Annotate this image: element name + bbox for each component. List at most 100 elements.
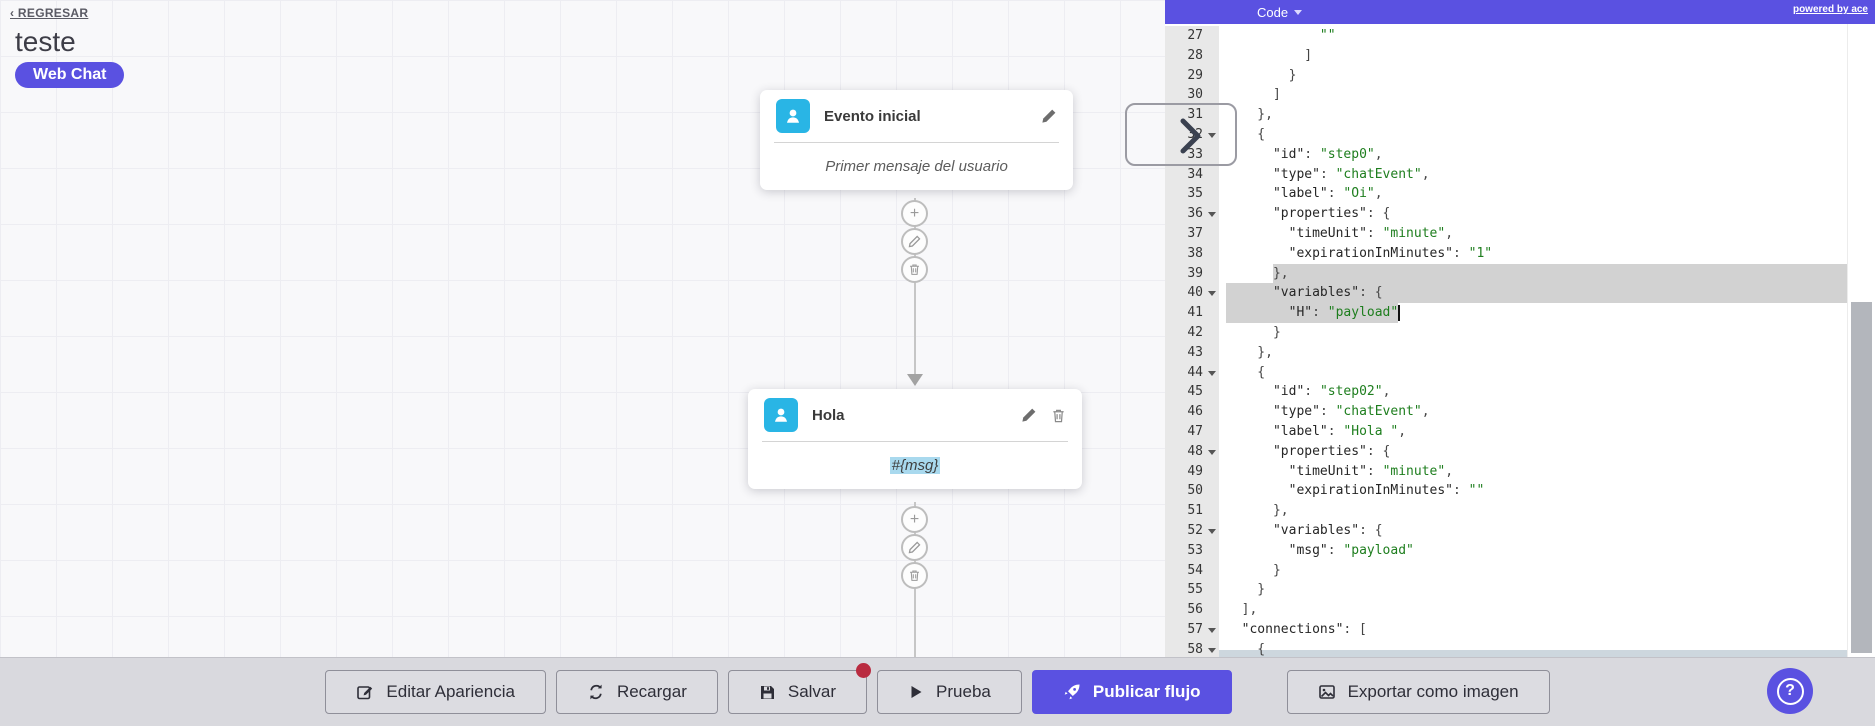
code-line[interactable]: 56 ], — [1165, 600, 1847, 620]
save-icon — [759, 684, 776, 701]
code-line[interactable]: 37 "timeUnit": "minute", — [1165, 223, 1847, 244]
node-body-text: Primer mensaje del usuario — [825, 158, 1008, 175]
code-line[interactable]: 44 { — [1165, 362, 1847, 383]
code-line[interactable]: 36 "properties": { — [1165, 204, 1847, 224]
pencil-icon — [908, 235, 921, 248]
fold-caret-icon[interactable] — [1208, 647, 1216, 653]
code-mode-dropdown[interactable]: Code — [1257, 5, 1303, 20]
code-line[interactable]: 40 "variables": { — [1165, 283, 1847, 304]
fold-caret-icon[interactable] — [1208, 528, 1216, 534]
add-step-button[interactable]: + — [901, 506, 928, 533]
code-line[interactable]: 55 } — [1165, 580, 1847, 601]
edit-connection-button[interactable] — [901, 534, 928, 561]
code-line[interactable]: 39 }, — [1165, 263, 1847, 284]
panel-collapse-toggle[interactable] — [1125, 103, 1237, 166]
line-number: 57 — [1165, 619, 1219, 640]
back-link[interactable]: ‹ REGRESAR — [10, 6, 89, 20]
code-lines[interactable]: 27 ""28 ]29 }30 ]31 },32 {33 "id": "step… — [1165, 26, 1847, 657]
button-label: Editar Apariencia — [386, 682, 515, 701]
fold-caret-icon[interactable] — [1208, 370, 1216, 376]
code-line[interactable]: 33 "id": "step0", — [1165, 144, 1847, 165]
code-line[interactable]: 32 { — [1165, 124, 1847, 145]
line-number: 43 — [1165, 342, 1219, 363]
plus-icon: + — [909, 204, 920, 222]
fold-caret-icon[interactable] — [1208, 291, 1216, 297]
selection-highlight — [1226, 283, 1847, 304]
edit-node-button[interactable] — [1021, 407, 1037, 423]
code-line[interactable]: 30 ] — [1165, 85, 1847, 106]
node-body-text: #{msg} — [889, 457, 941, 474]
code-line[interactable]: 57 "connections": [ — [1165, 619, 1847, 640]
line-number: 51 — [1165, 501, 1219, 521]
code-line[interactable]: 43 }, — [1165, 342, 1847, 363]
chevron-down-icon — [1294, 9, 1303, 15]
code-line[interactable]: 51 }, — [1165, 501, 1847, 521]
code-line[interactable]: 29 } — [1165, 65, 1847, 86]
edit-connection-button[interactable] — [901, 228, 928, 255]
code-line[interactable]: 58 { — [1165, 639, 1847, 657]
flow-node-evento-inicial[interactable]: Evento inicial Primer mensaje del usuari… — [760, 90, 1073, 190]
reload-button[interactable]: Recargar — [555, 670, 718, 714]
flow-canvas[interactable]: ‹ REGRESAR teste Web Chat + + Evento ini… — [0, 0, 1165, 657]
edit-square-icon — [356, 683, 374, 701]
button-label: Exportar como imagen — [1347, 682, 1519, 701]
line-number: 40 — [1165, 283, 1219, 304]
line-number: 58 — [1165, 639, 1219, 657]
fold-caret-icon[interactable] — [1208, 627, 1216, 633]
code-line[interactable]: 27 "" — [1165, 26, 1847, 46]
pencil-icon — [1041, 108, 1057, 124]
code-line[interactable]: 50 "expirationInMinutes": "" — [1165, 481, 1847, 502]
code-line[interactable]: 49 "timeUnit": "minute", — [1165, 461, 1847, 482]
code-line[interactable]: 41 "H": "payload" — [1165, 303, 1847, 323]
help-button[interactable]: ? — [1767, 668, 1813, 714]
node-divider — [774, 142, 1059, 143]
fold-caret-icon[interactable] — [1208, 449, 1216, 455]
line-number: 37 — [1165, 223, 1219, 244]
code-line[interactable]: 48 "properties": { — [1165, 441, 1847, 462]
code-line[interactable]: 38 "expirationInMinutes": "1" — [1165, 243, 1847, 264]
line-number: 35 — [1165, 184, 1219, 205]
line-number: 28 — [1165, 45, 1219, 66]
button-label: Publicar flujo — [1092, 682, 1201, 701]
code-line[interactable]: 28 ] — [1165, 45, 1847, 66]
export-image-button[interactable]: Exportar como imagen — [1286, 670, 1550, 714]
code-line[interactable]: 42 } — [1165, 322, 1847, 343]
connector-line — [914, 198, 916, 374]
pencil-icon — [908, 541, 921, 554]
line-number: 41 — [1165, 303, 1219, 323]
code-line[interactable]: 46 "type": "chatEvent", — [1165, 402, 1847, 422]
flow-node-hola[interactable]: Hola #{msg} — [748, 389, 1082, 489]
test-button[interactable]: Prueba — [877, 670, 1022, 714]
scrollbar-thumb[interactable] — [1851, 302, 1872, 653]
code-line[interactable]: 52 "variables": { — [1165, 520, 1847, 541]
connector-actions: + — [901, 199, 928, 283]
vertical-scrollbar[interactable] — [1847, 24, 1875, 657]
code-line[interactable]: 53 "msg": "payload" — [1165, 540, 1847, 561]
delete-connection-button[interactable] — [901, 256, 928, 283]
code-line[interactable]: 45 "id": "step02", — [1165, 382, 1847, 403]
edit-node-button[interactable] — [1041, 108, 1057, 124]
line-number: 54 — [1165, 560, 1219, 581]
publish-flow-button[interactable]: Publicar flujo — [1031, 670, 1232, 714]
delete-connection-button[interactable] — [901, 562, 928, 589]
line-number: 47 — [1165, 421, 1219, 442]
text-cursor — [1398, 305, 1401, 321]
code-line[interactable]: 35 "label": "Oi", — [1165, 184, 1847, 205]
node-body: Primer mensaje del usuario — [760, 143, 1073, 190]
code-line[interactable]: 34 "type": "chatEvent", — [1165, 164, 1847, 185]
code-line[interactable]: 31 }, — [1165, 105, 1847, 125]
edit-appearance-button[interactable]: Editar Apariencia — [325, 670, 546, 714]
line-number: 53 — [1165, 540, 1219, 561]
selection-highlight — [1226, 303, 1399, 323]
fold-caret-icon[interactable] — [1208, 132, 1216, 138]
code-line[interactable]: 54 } — [1165, 560, 1847, 581]
user-icon — [776, 99, 810, 133]
fold-caret-icon[interactable] — [1208, 212, 1216, 218]
delete-node-button[interactable] — [1051, 407, 1066, 423]
powered-by-ace-link[interactable]: powered by ace — [1792, 4, 1868, 15]
code-line[interactable]: 47 "label": "Hola ", — [1165, 421, 1847, 442]
add-step-button[interactable]: + — [901, 200, 928, 227]
code-editor-panel[interactable]: Code powered by ace 27 ""28 ]29 }30 ]31 … — [1165, 0, 1875, 657]
horizontal-scrollbar[interactable] — [1219, 650, 1847, 657]
save-button[interactable]: Salvar — [727, 663, 872, 714]
